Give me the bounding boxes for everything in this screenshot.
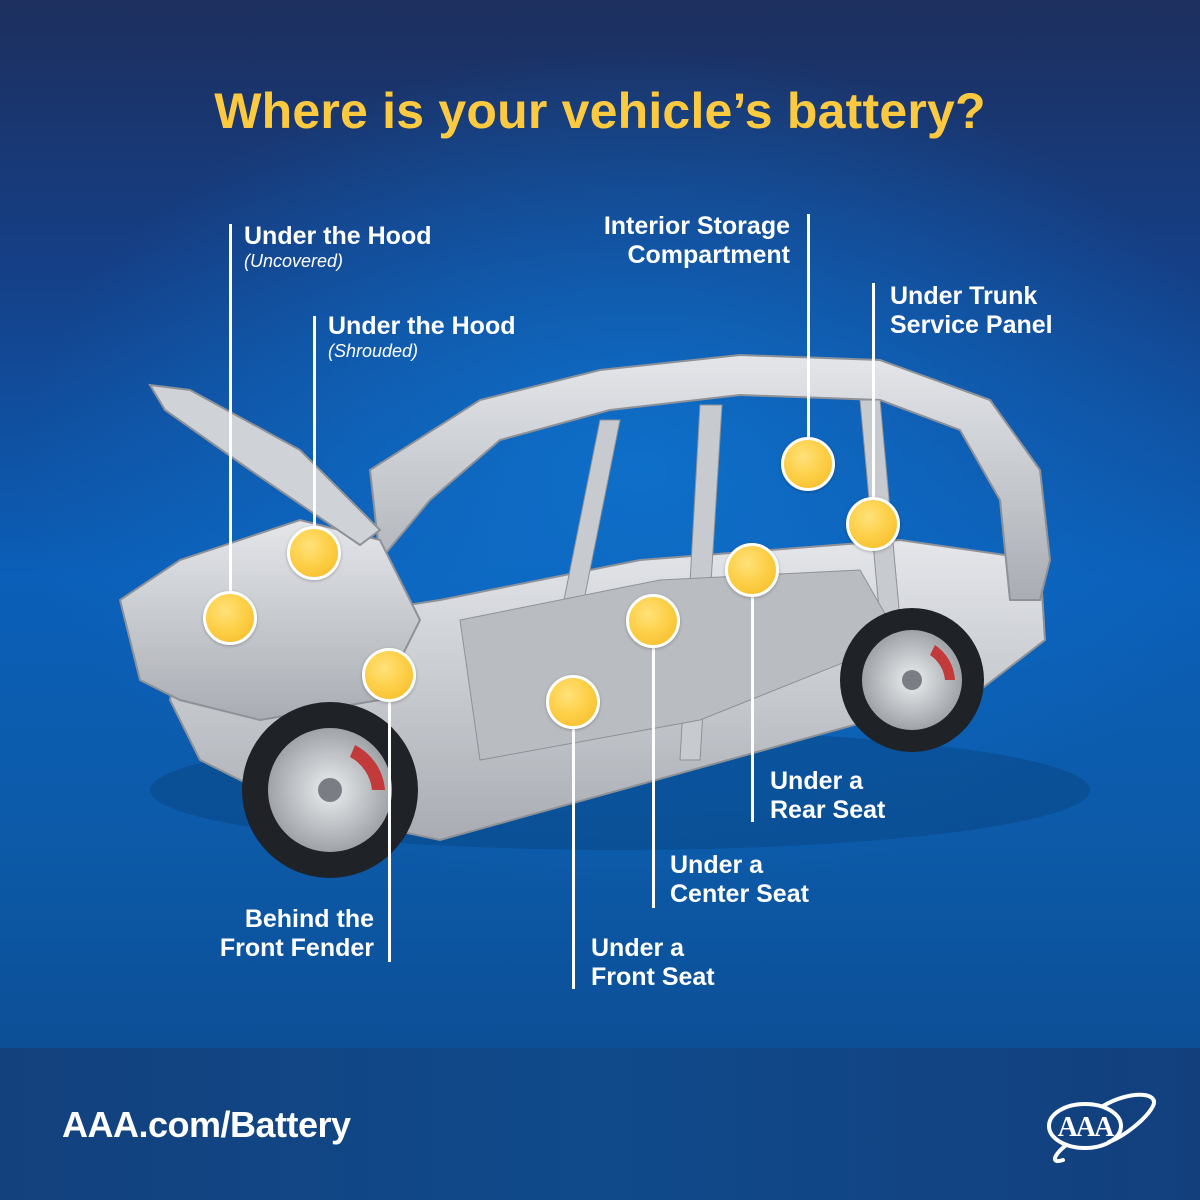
- battery-marker-front-fender[interactable]: [362, 648, 416, 702]
- label-trunk-panel-line1: Under Trunk: [890, 282, 1038, 310]
- label-interior-storage-line1: Interior Storage: [603, 212, 790, 240]
- battery-marker-trunk-panel[interactable]: [846, 497, 900, 551]
- aaa-logo-icon: AAA: [1047, 1092, 1156, 1163]
- label-center-seat-line2: Center Seat: [670, 880, 809, 908]
- leader-line-hood-shrouded: [313, 316, 316, 528]
- label-hood-uncovered-sub: (Uncovered): [244, 251, 344, 271]
- label-center-seat-line1: Under a: [670, 851, 764, 879]
- label-trunk-panel-line2: Service Panel: [890, 311, 1053, 339]
- label-trunk-panel: Under Trunk Service Panel: [890, 282, 1053, 340]
- label-front-seat-line2: Front Seat: [591, 963, 715, 991]
- label-front-fender-line2: Front Fender: [219, 934, 374, 962]
- battery-marker-hood-uncovered[interactable]: [203, 591, 257, 645]
- leader-line-front-fender: [388, 700, 391, 962]
- label-interior-storage: Interior Storage Compartment: [604, 212, 790, 270]
- leader-line-trunk-panel: [872, 283, 875, 497]
- label-front-fender-line1: Behind the: [244, 905, 374, 933]
- battery-marker-interior-storage[interactable]: [781, 437, 835, 491]
- label-rear-seat: Under a Rear Seat: [770, 767, 885, 825]
- leader-line-rear-seat: [751, 594, 754, 822]
- label-hood-uncovered-title: Under the Hood: [244, 222, 432, 250]
- car-frame-illustration: [118, 353, 1090, 878]
- footer-url-link[interactable]: AAA.com/Battery: [62, 1104, 351, 1145]
- leader-line-center-seat: [652, 646, 655, 908]
- label-hood-uncovered: Under the Hood (Uncovered): [244, 222, 432, 271]
- battery-marker-center-seat[interactable]: [626, 594, 680, 648]
- label-hood-shrouded-title: Under the Hood: [328, 312, 516, 340]
- svg-text:AAA: AAA: [1058, 1112, 1115, 1143]
- footer-bar: AAA.com/Battery AAA: [0, 1048, 1200, 1200]
- battery-marker-rear-seat[interactable]: [725, 543, 779, 597]
- label-interior-storage-line2: Compartment: [627, 241, 790, 269]
- page-title: Where is your vehicle’s battery?: [214, 83, 986, 139]
- label-rear-seat-line1: Under a: [770, 767, 864, 795]
- label-front-seat: Under a Front Seat: [591, 934, 715, 992]
- infographic-background: [0, 0, 1200, 1048]
- battery-marker-hood-shrouded[interactable]: [287, 526, 341, 580]
- leader-line-front-seat: [572, 725, 575, 989]
- label-hood-shrouded: Under the Hood (Shrouded): [328, 312, 516, 361]
- label-rear-seat-line2: Rear Seat: [770, 796, 886, 824]
- label-front-seat-line1: Under a: [591, 934, 685, 962]
- label-hood-shrouded-sub: (Shrouded): [328, 341, 419, 361]
- leader-line-hood-uncovered: [229, 224, 232, 594]
- leader-line-interior-storage: [807, 214, 810, 440]
- label-front-fender: Behind the Front Fender: [220, 905, 374, 963]
- label-center-seat: Under a Center Seat: [670, 851, 809, 909]
- battery-marker-front-seat[interactable]: [546, 675, 600, 729]
